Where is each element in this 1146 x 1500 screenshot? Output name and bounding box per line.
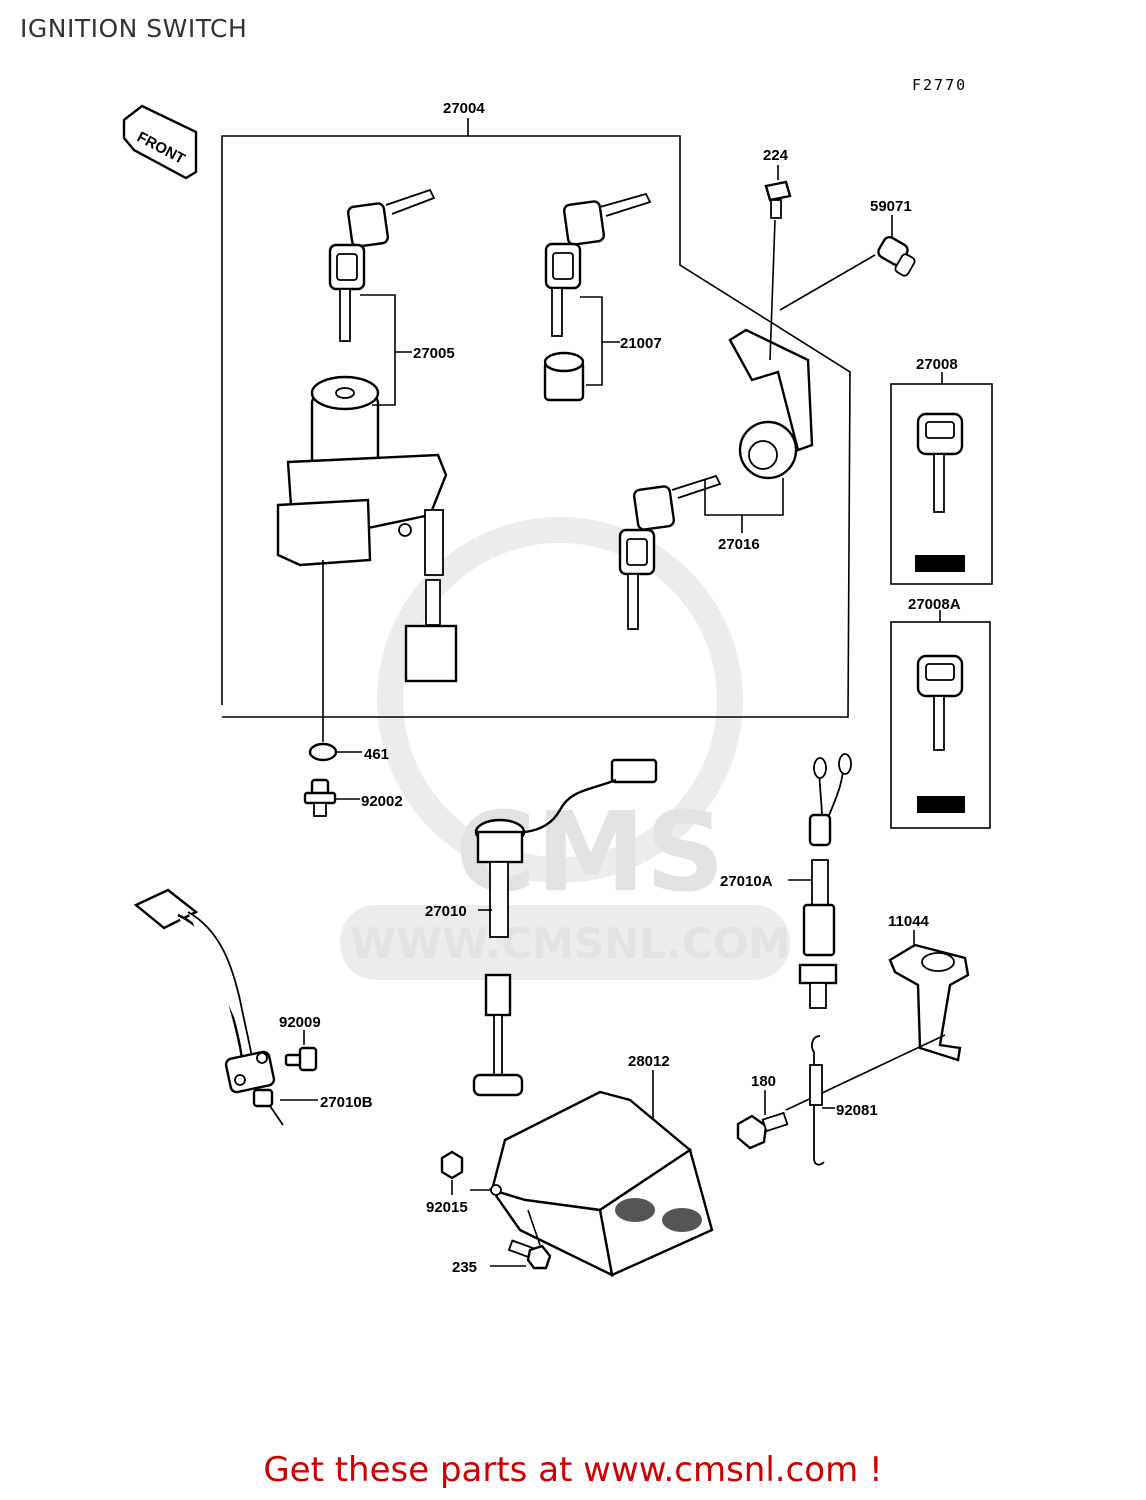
parts-diagram: CMS WWW.CMSNL.COM F2770 FRONT 27004 2700… xyxy=(122,76,993,1278)
switch-assembly-icon xyxy=(472,758,658,1097)
label-27016: 27016 xyxy=(718,536,760,553)
label-27004: 27004 xyxy=(443,100,485,117)
label-27008a: 27008A xyxy=(908,596,961,613)
nut-icon xyxy=(440,1150,464,1180)
label-92081: 92081 xyxy=(836,1102,878,1119)
front-arrow-icon: FRONT xyxy=(122,104,198,180)
label-92009: 92009 xyxy=(279,1014,321,1031)
key-pair-icon xyxy=(328,188,436,342)
kit-outline-27004 xyxy=(221,118,851,718)
label-27010b: 27010B xyxy=(320,1094,373,1111)
wire-harness-icon xyxy=(133,888,284,1126)
bolt-icon xyxy=(764,180,792,219)
label-92015: 92015 xyxy=(426,1199,468,1216)
key-box-27008 xyxy=(890,372,993,585)
sensor-icon xyxy=(798,753,852,1009)
label-21007: 21007 xyxy=(620,335,662,352)
label-27010a: 27010A xyxy=(720,873,773,890)
bolt-icon xyxy=(736,1111,789,1150)
screw-icon xyxy=(284,1046,318,1072)
label-27005: 27005 xyxy=(413,345,455,362)
label-224: 224 xyxy=(763,147,789,164)
washer-icon xyxy=(308,742,338,762)
label-92002: 92002 xyxy=(361,793,403,810)
bracket-icon xyxy=(888,943,970,1062)
label-59071: 59071 xyxy=(870,198,912,215)
watermark-url-text: WWW.CMSNL.COM xyxy=(350,919,791,968)
watermark: CMS WWW.CMSNL.COM xyxy=(340,517,791,980)
label-27008: 27008 xyxy=(916,356,958,373)
label-27010: 27010 xyxy=(425,903,467,920)
key-box-27008a xyxy=(890,610,991,829)
footer-link[interactable]: Get these parts at www.cmsnl.com ! xyxy=(263,1450,883,1490)
label-180: 180 xyxy=(751,1073,776,1090)
diagram-code: F2770 xyxy=(912,76,967,94)
key-pair-icon xyxy=(543,192,652,402)
label-235: 235 xyxy=(452,1259,477,1276)
screw-icon xyxy=(507,1239,552,1270)
label-11044: 11044 xyxy=(888,913,930,930)
page-title: IGNITION SWITCH xyxy=(20,14,248,43)
lock-cylinder-icon xyxy=(877,235,916,277)
cover-case-icon xyxy=(489,1090,714,1278)
spring-icon xyxy=(809,1035,825,1166)
label-28012: 28012 xyxy=(628,1053,670,1070)
helmet-lock-icon xyxy=(618,328,814,630)
screw-icon xyxy=(303,778,337,817)
label-461: 461 xyxy=(364,746,389,763)
ignition-switch-icon xyxy=(276,375,458,683)
